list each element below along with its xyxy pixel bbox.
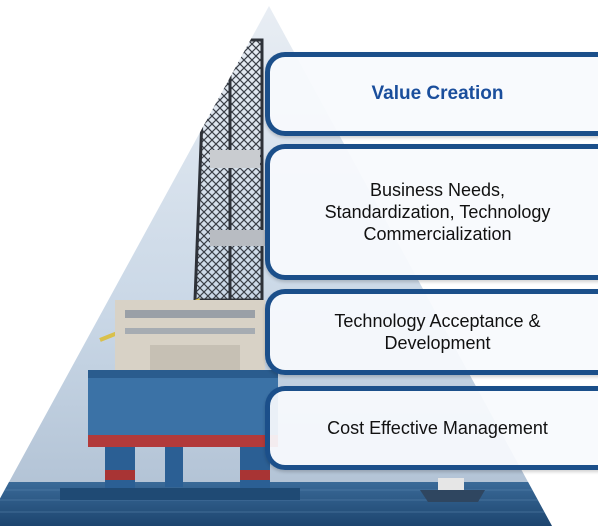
tier-business-needs-line-1: Business Needs, [369, 180, 506, 200]
tier-business-needs-line-2: Standardization, Technology [324, 202, 551, 222]
tier-technology-acceptance: Technology Acceptance & Development [265, 289, 598, 375]
tier-value-creation-label: Value Creation [371, 83, 504, 104]
tier-value-creation: Value Creation [265, 52, 598, 136]
tier-cost-effective-management-label: Cost Effective Management [327, 418, 548, 438]
tier-business-needs: Business Needs, Standardization, Technol… [265, 144, 598, 280]
tier-technology-acceptance-line-1: Technology Acceptance & [334, 311, 541, 331]
tier-technology-acceptance-line-2: Development [384, 333, 491, 353]
tier-business-needs-line-3: Commercialization [363, 224, 512, 244]
tier-cost-effective-management: Cost Effective Management [265, 386, 598, 470]
